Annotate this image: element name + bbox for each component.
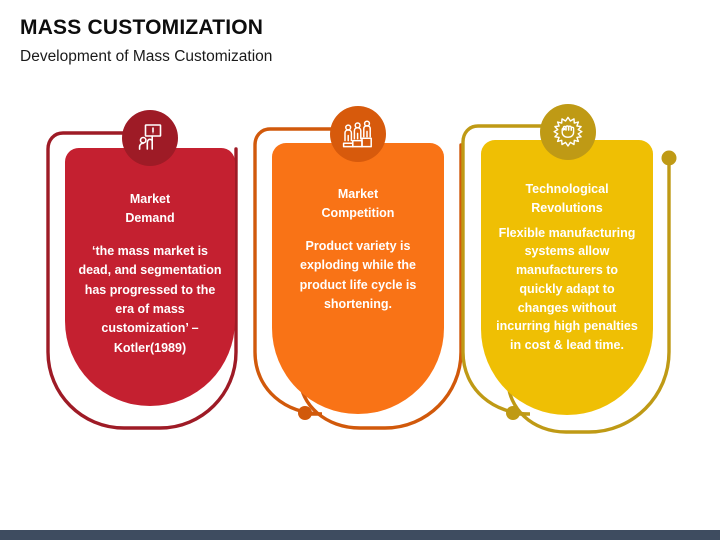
connector-dot-card-3: [506, 406, 520, 420]
connector-dot-card-2: [298, 406, 312, 420]
card-technological-revolutions[interactable]: Technological Revolutions Flexible manuf…: [481, 140, 653, 415]
card-market-competition[interactable]: Market Competition Product variety is ex…: [272, 143, 444, 414]
page-subtitle: Development of Mass Customization: [20, 48, 273, 65]
footer-bar: [0, 530, 720, 540]
card-market-demand[interactable]: Market Demand ‘the mass market is dead, …: [65, 148, 235, 406]
page-title: MASS CUSTOMIZATION: [20, 16, 264, 39]
protest-sign-hand-icon-badge: [122, 110, 178, 166]
card-market-competition-body: Product variety is exploding while the p…: [299, 238, 417, 311]
card-technological-revolutions-body: Flexible manufacturing systems allow man…: [496, 225, 638, 353]
card-market-competition-heading: Market Competition: [321, 187, 395, 221]
card-technological-revolutions-heading: Technological Revolutions: [525, 182, 609, 215]
card-market-demand-body: ‘the mass market is dead, and segmentati…: [78, 243, 222, 355]
podium-ranking-icon-badge: [330, 106, 386, 162]
protest-sign-hand-icon: [134, 122, 166, 154]
card-market-demand-heading: Market Demand: [125, 192, 175, 226]
raised-fist-burst-icon-badge: [540, 104, 596, 160]
connector-dot-card-3-end: [661, 150, 677, 166]
raised-fist-burst-icon: [552, 116, 584, 148]
podium-ranking-icon: [341, 118, 375, 150]
